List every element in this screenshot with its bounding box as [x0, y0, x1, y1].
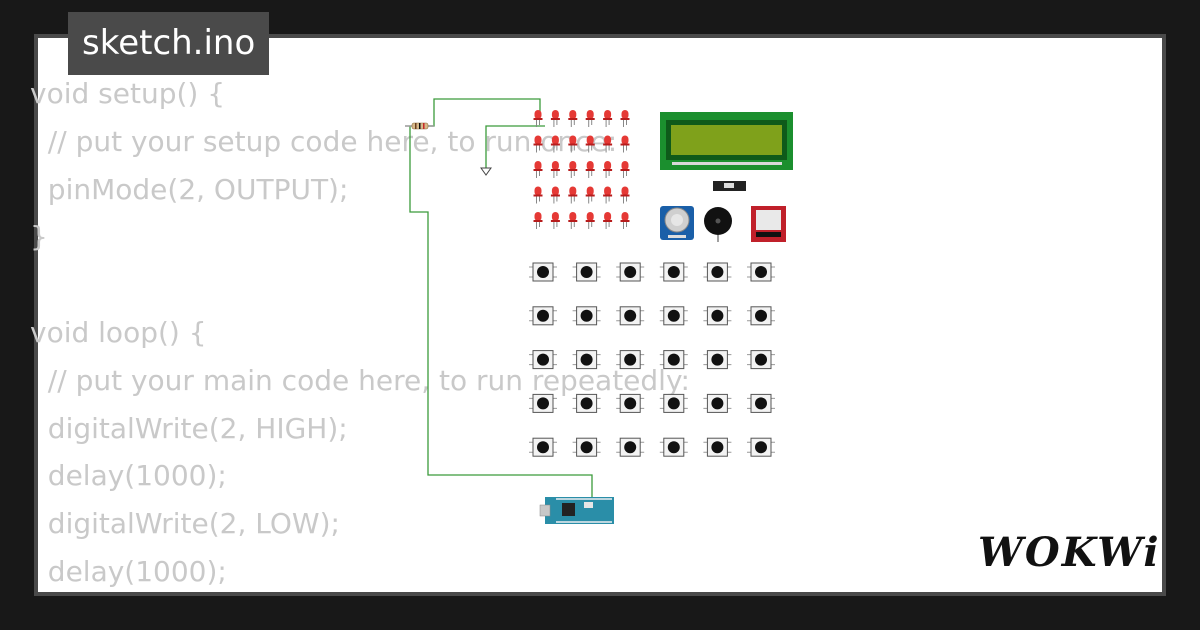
pushbutton[interactable] [659, 437, 688, 457]
led[interactable] [620, 135, 630, 153]
led[interactable] [533, 161, 543, 178]
pushbutton[interactable] [747, 437, 775, 457]
pushbutton[interactable] [703, 393, 732, 413]
led[interactable] [533, 110, 543, 127]
led[interactable] [568, 135, 578, 153]
led[interactable] [568, 212, 578, 229]
pushbutton[interactable] [659, 262, 688, 282]
pushbutton[interactable] [659, 306, 688, 326]
pushbutton[interactable] [616, 262, 645, 282]
pushbutton[interactable] [703, 306, 732, 326]
pushbutton[interactable] [572, 437, 601, 457]
led[interactable] [603, 110, 613, 127]
pushbutton[interactable] [659, 350, 688, 370]
pushbutton[interactable] [747, 393, 775, 413]
pushbutton[interactable] [529, 306, 557, 326]
code-line: } [30, 220, 48, 254]
pushbutton[interactable] [747, 262, 775, 282]
wire-led-resistor [428, 98, 541, 127]
pushbutton[interactable] [529, 393, 557, 413]
led[interactable] [620, 212, 630, 229]
wire-resistor-nano [409, 126, 593, 497]
led[interactable] [603, 186, 613, 204]
led[interactable] [568, 186, 578, 204]
wire-led-ground [485, 125, 545, 168]
pushbutton[interactable] [572, 306, 601, 326]
led[interactable] [620, 161, 630, 178]
resistor[interactable] [405, 122, 434, 130]
code-line: digitalWrite(2, LOW); [30, 507, 340, 541]
led[interactable] [585, 110, 595, 127]
sketch-filename-tab[interactable]: sketch.ino [68, 12, 270, 75]
led[interactable] [533, 212, 543, 229]
led[interactable] [585, 161, 595, 178]
led[interactable] [550, 212, 560, 229]
pushbutton[interactable] [747, 350, 775, 370]
pushbutton-grid [529, 262, 775, 457]
led[interactable] [585, 212, 595, 229]
led[interactable] [568, 110, 578, 127]
led[interactable] [550, 161, 560, 178]
pushbutton[interactable] [572, 262, 601, 282]
ic-chip[interactable] [713, 181, 746, 191]
wokwi-logo-text: WOKWi [978, 528, 1161, 576]
led[interactable] [620, 110, 630, 127]
pushbutton[interactable] [572, 393, 601, 413]
code-line: void loop() { [30, 315, 207, 349]
code-line: pinMode(2, OUTPUT); [30, 172, 349, 206]
pushbutton[interactable] [703, 262, 732, 282]
led-grid [533, 110, 630, 229]
led[interactable] [620, 186, 630, 204]
led[interactable] [603, 212, 613, 229]
pushbutton[interactable] [747, 306, 775, 326]
code-line: // put your main code here, to run repea… [30, 363, 690, 397]
led[interactable] [585, 135, 595, 153]
sd-card-module[interactable] [751, 206, 786, 242]
code-line: void setup() { [30, 77, 226, 110]
code-line: digitalWrite(2, HIGH); [30, 411, 348, 445]
pushbutton[interactable] [659, 393, 688, 413]
pushbutton[interactable] [529, 437, 557, 457]
code-line: delay(1000); [30, 554, 227, 588]
ground-icon [480, 167, 492, 176]
pushbutton[interactable] [703, 350, 732, 370]
wires [409, 98, 593, 497]
buzzer[interactable] [704, 207, 732, 242]
led[interactable] [533, 186, 543, 204]
led[interactable] [568, 161, 578, 178]
led[interactable] [550, 135, 560, 153]
pushbutton[interactable] [572, 350, 601, 370]
led[interactable] [533, 135, 543, 153]
pushbutton[interactable] [616, 393, 645, 413]
pushbutton[interactable] [616, 350, 645, 370]
led[interactable] [585, 186, 595, 204]
code-editor[interactable]: void setup() { // put your setup code he… [30, 70, 690, 596]
led[interactable] [550, 186, 560, 204]
led[interactable] [550, 110, 560, 127]
led[interactable] [603, 161, 613, 178]
wokwi-logo: WOKWi [978, 528, 1159, 576]
pushbutton[interactable] [529, 262, 557, 282]
led[interactable] [603, 135, 613, 153]
code-line: delay(1000); [30, 459, 227, 493]
lcd-display[interactable] [660, 112, 793, 170]
pushbutton[interactable] [616, 306, 645, 326]
pushbutton[interactable] [616, 437, 645, 457]
potentiometer[interactable] [660, 206, 694, 240]
pushbutton[interactable] [529, 350, 557, 370]
code-line: // put your setup code here, to run once… [30, 124, 618, 158]
pushbutton[interactable] [703, 437, 732, 457]
arduino-nano[interactable] [539, 497, 614, 524]
